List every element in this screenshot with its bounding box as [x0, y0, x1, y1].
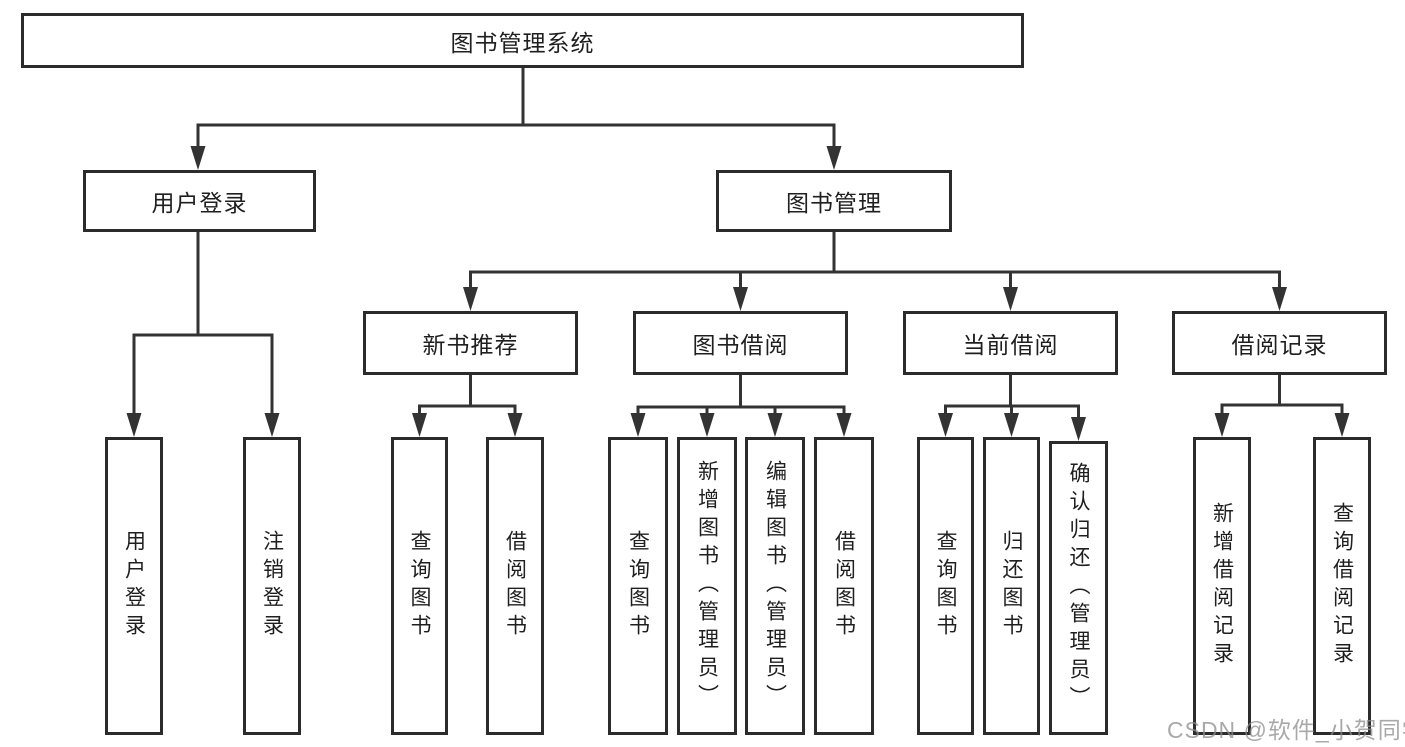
node-borrow-borrow-books: 借阅图书 [814, 437, 874, 735]
node-user-login: 用户登录 [83, 170, 316, 232]
node-borrow-records: 借阅记录 [1172, 311, 1387, 375]
node-borrow-query-books: 查询图书 [608, 437, 668, 735]
node-new-book-recommend: 新书推荐 [363, 311, 578, 375]
node-records-add-record: 新增借阅记录 [1193, 437, 1251, 735]
csdn-watermark: CSDN @软件_小贺同学 [1167, 717, 1405, 743]
node-root: 图书管理系统 [21, 13, 1024, 68]
node-borrow-edit-books-admin: 编辑图书（管理员） [745, 437, 805, 735]
node-current-return-books: 归还图书 [983, 437, 1040, 735]
node-records-query-record: 查询借阅记录 [1313, 437, 1371, 735]
node-book-management: 图书管理 [716, 170, 952, 232]
node-current-borrow: 当前借阅 [903, 311, 1118, 375]
node-book-borrow: 图书借阅 [633, 311, 848, 375]
node-current-confirm-return-admin: 确认归还（管理员） [1049, 441, 1108, 735]
node-login: 用户登录 [105, 437, 163, 735]
node-recommend-query-books: 查询图书 [391, 437, 448, 735]
node-current-query-books: 查询图书 [917, 437, 974, 735]
node-recommend-borrow-books: 借阅图书 [486, 437, 544, 735]
node-borrow-add-books-admin: 新增图书（管理员） [677, 437, 737, 735]
node-logout: 注销登录 [243, 437, 301, 735]
